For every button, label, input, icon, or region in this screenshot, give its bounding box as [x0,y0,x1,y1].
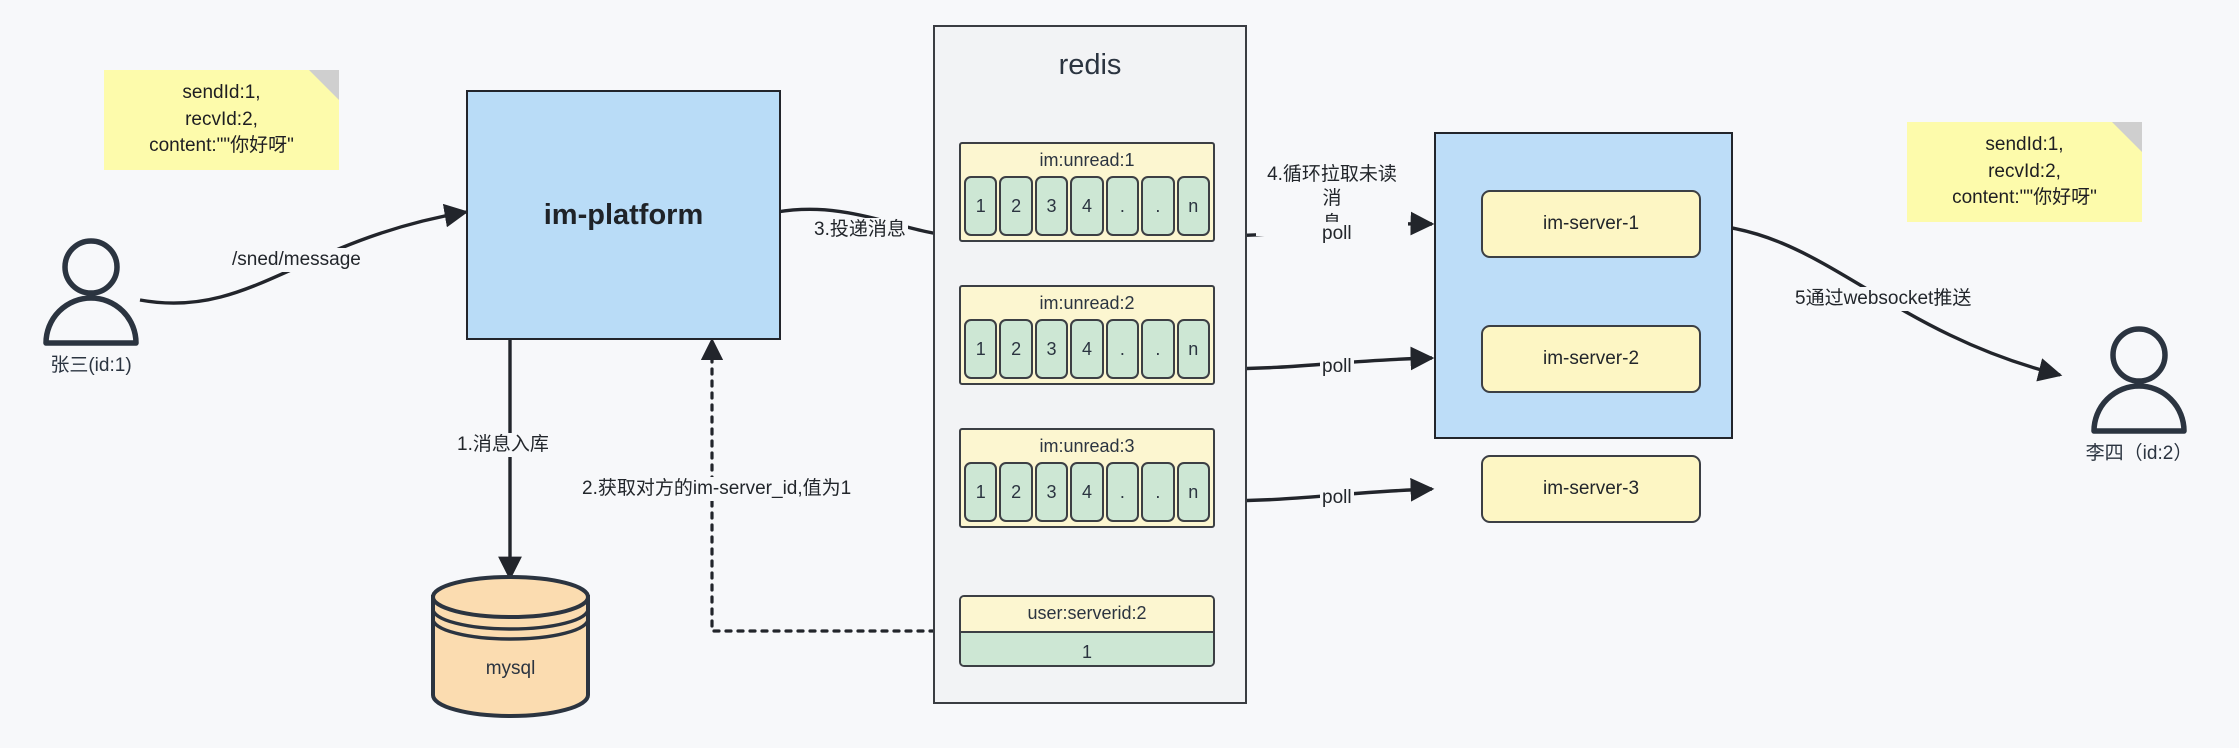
queue-cells: 1 2 3 4 . . n [964,319,1210,379]
node-im-server-2[interactable]: im-server-2 [1481,325,1701,393]
actor-sender: 张三(id:1) [32,237,150,376]
actor-receiver: 李四（id:2） [2080,325,2198,464]
queue-cell: . [1105,176,1140,236]
queue-title: im:unread:2 [1039,293,1135,313]
database-icon [431,575,590,718]
node-im-platform-label: im-platform [543,198,704,231]
node-mysql-label: mysql [485,657,536,679]
queue-cell: 1 [964,319,998,379]
edge-label-step1: 1.消息入库 [455,433,551,458]
node-im-platform[interactable]: im-platform [466,90,781,340]
queue-cell: n [1176,319,1210,379]
queue-cell: 2 [999,176,1033,236]
edge-label-step3: 3.投递消息 [812,218,908,243]
node-im-server-1[interactable]: im-server-1 [1481,190,1701,258]
note-fold-icon [309,70,339,100]
person-icon [2091,326,2187,434]
node-im-server-3[interactable]: im-server-3 [1481,455,1701,523]
node-im-server-1-label: im-server-1 [1542,213,1640,234]
redis-title: redis [1058,49,1122,81]
queue-title: im:unread:1 [1039,150,1135,170]
node-im-server-3-label: im-server-3 [1542,478,1640,499]
queue-cell: 3 [1034,319,1069,379]
queue-cell: 3 [1034,176,1069,236]
queue-cell: 1 [964,462,998,522]
actor-sender-label: 张三(id:1) [50,355,132,376]
queue-cell: n [1176,176,1210,236]
queue-cell: 2 [999,462,1033,522]
node-im-server-2-label: im-server-2 [1542,348,1640,369]
queue-cell: . [1141,319,1175,379]
edge-label-poll-1: poll [1320,222,1354,247]
queue-im-unread-3[interactable]: im:unread:3 1 2 3 4 . . n [959,428,1215,528]
kv-key-label: user:serverid:2 [961,597,1213,633]
queue-im-unread-1[interactable]: im:unread:1 1 2 3 4 . . n [959,142,1215,242]
queue-title: im:unread:3 [1039,436,1135,456]
queue-cell: . [1141,176,1175,236]
queue-cell: 2 [999,319,1033,379]
queue-cell: . [1105,462,1140,522]
queue-cell: 4 [1070,462,1104,522]
queue-cell: 3 [1034,462,1069,522]
queue-cell: 4 [1070,176,1104,236]
actor-receiver-label: 李四（id:2） [2085,443,2193,464]
node-mysql[interactable]: mysql [428,575,593,720]
edge-label-send-message: /sned/message [230,248,363,273]
queue-cell: . [1105,319,1140,379]
edge-label-poll-3: poll [1320,486,1354,511]
note-right-text: sendId:1, recvId:2, content:""你好呀" [1952,133,2097,209]
note-fold-icon [2112,122,2142,152]
queue-cell: n [1176,462,1210,522]
queue-cell: 4 [1070,319,1104,379]
note-right: sendId:1, recvId:2, content:""你好呀" [1907,122,2142,222]
kv-value-label: 1 [961,633,1213,665]
edge-label-step2: 2.获取对方的im-server_id,值为1 [580,477,854,502]
queue-cell: . [1141,462,1175,522]
person-icon [43,238,139,346]
queue-cells: 1 2 3 4 . . n [964,176,1210,236]
queue-im-unread-2[interactable]: im:unread:2 1 2 3 4 . . n [959,285,1215,385]
queue-cell: 1 [964,176,998,236]
kv-user-serverid[interactable]: user:serverid:2 1 [959,595,1215,667]
edge-label-step5: 5通过websocket推送 [1793,287,1974,312]
note-left-text: sendId:1, recvId:2, content:""你好呀" [149,81,294,157]
queue-cells: 1 2 3 4 . . n [964,462,1210,522]
edge-label-poll-2: poll [1320,355,1354,380]
note-left: sendId:1, recvId:2, content:""你好呀" [104,70,339,170]
